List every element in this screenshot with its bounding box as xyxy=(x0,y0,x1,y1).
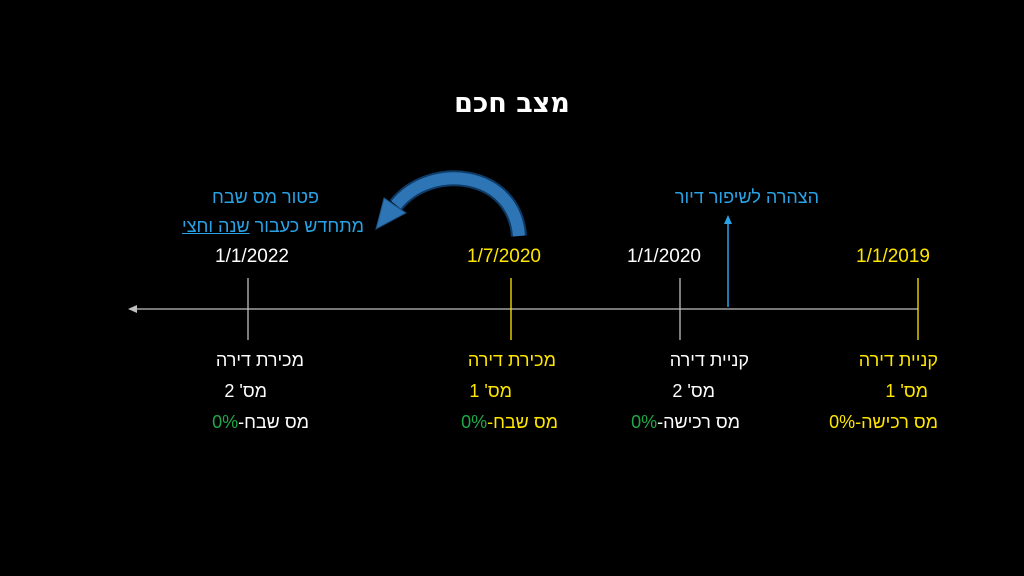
date-2022: 1/1/2022 xyxy=(215,246,289,267)
event4-tax-type: מס שבח- xyxy=(238,412,309,432)
declaration-arrow-head xyxy=(724,215,732,224)
renewed-note: מתחדש כעבור שנה וחצי xyxy=(182,216,364,237)
renewed-text: מתחדש כעבור xyxy=(254,216,364,236)
event3-tax-number: מס' 1 xyxy=(469,381,512,401)
event1-tax: מס רכישה-0% xyxy=(829,412,938,433)
event1-action: קניית דירה xyxy=(858,350,938,370)
timeline-arrowhead xyxy=(128,305,137,313)
event3-tax-type: מס שבח- xyxy=(487,412,558,432)
event1-tax-type: מס רכישה- xyxy=(855,412,938,432)
event1-tax-number: מס' 1 xyxy=(885,381,928,401)
renewed-period: שנה וחצי xyxy=(182,216,250,236)
date-2019: 1/1/2019 xyxy=(856,246,930,267)
event4-action: מכירת דירה xyxy=(215,350,304,370)
event3-tax: מס שבח-0% xyxy=(461,412,558,433)
curved-arrow-body xyxy=(391,172,525,237)
declaration-note: הצהרה לשיפור דיור xyxy=(674,187,819,207)
event2-tax-number: מס' 2 xyxy=(672,381,715,401)
date-2020b: 1/7/2020 xyxy=(467,246,541,267)
event2-tax: מס רכישה-0% xyxy=(631,412,740,433)
event3-tax-value: 0% xyxy=(461,412,488,432)
exemption-note: פטור מס שבח xyxy=(212,187,319,207)
event4-tax: מס שבח-0% xyxy=(212,412,309,433)
event1-tax-value: 0% xyxy=(829,412,856,432)
event3-action: מכירת דירה xyxy=(467,350,556,370)
event2-tax-type: מס רכישה- xyxy=(657,412,740,432)
event2-tax-value: 0% xyxy=(631,412,658,432)
page-title: מצב חכם xyxy=(454,88,570,119)
curved-arrow-head xyxy=(375,197,407,230)
date-2020a: 1/1/2020 xyxy=(627,246,701,267)
event4-tax-value: 0% xyxy=(212,412,239,432)
event4-tax-number: מס' 2 xyxy=(224,381,267,401)
event2-action: קניית דירה xyxy=(669,350,749,370)
